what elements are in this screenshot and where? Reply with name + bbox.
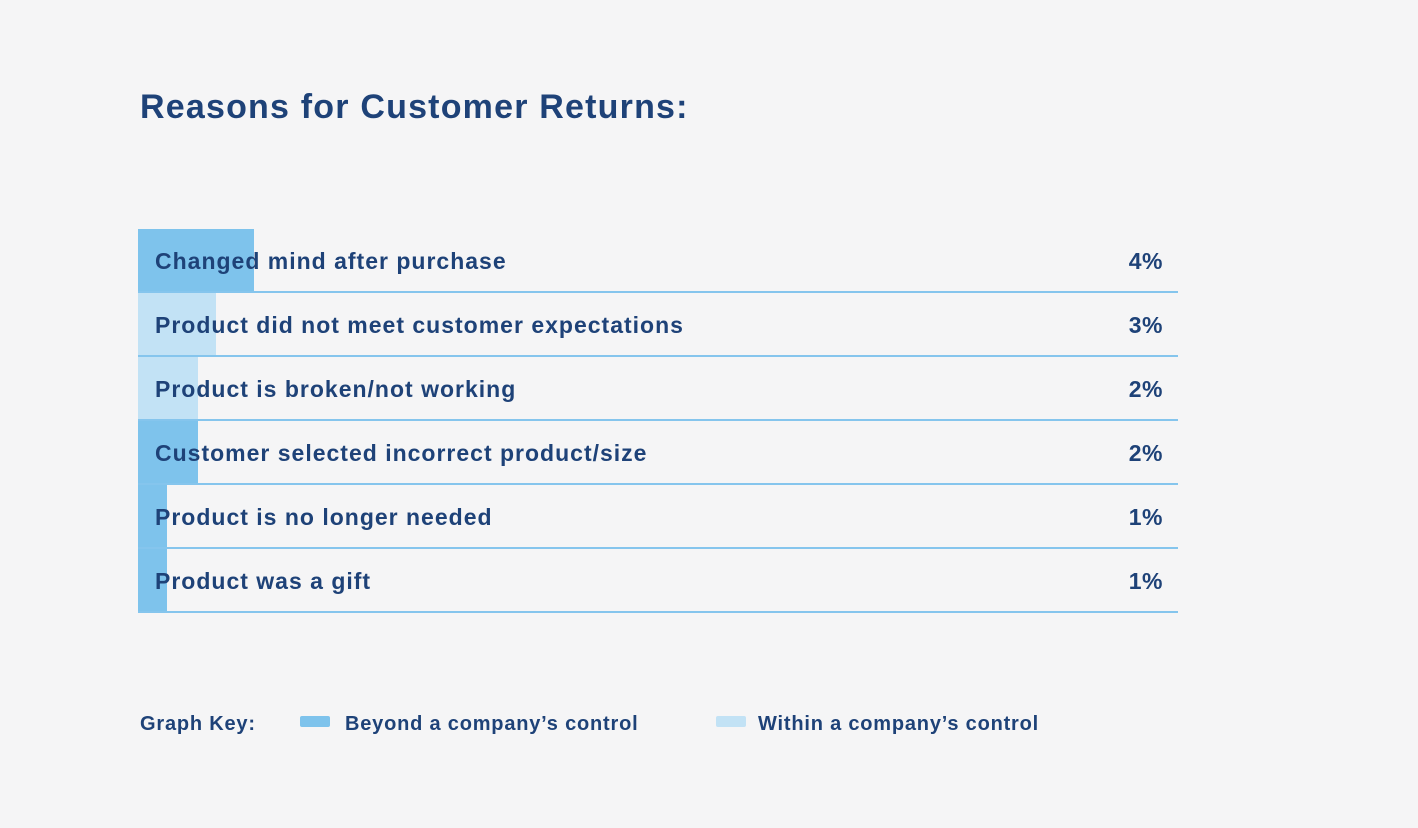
chart-row: Product is broken/not working 2% xyxy=(138,357,1178,421)
chart-row: Customer selected incorrect product/size… xyxy=(138,421,1178,485)
row-label: Customer selected incorrect product/size xyxy=(155,439,648,466)
row-value: 1% xyxy=(1128,567,1163,594)
row-label: Product is no longer needed xyxy=(155,503,493,530)
legend-label-beyond: Beyond a company’s control xyxy=(345,713,639,735)
row-label: Product was a gift xyxy=(155,567,372,594)
chart-row: Product was a gift 1% xyxy=(138,549,1178,613)
chart-row: Changed mind after purchase 4% xyxy=(138,229,1178,293)
chart-title: Reasons for Customer Returns: xyxy=(140,88,689,126)
legend-swatch-beyond-icon xyxy=(300,716,330,727)
row-value: 3% xyxy=(1128,311,1163,338)
bar xyxy=(138,293,216,357)
row-value: 4% xyxy=(1128,247,1163,274)
row-label: Product did not meet customer expectatio… xyxy=(155,311,684,338)
chart-rows: Changed mind after purchase 4% Product did… xyxy=(138,229,1178,613)
chart-row: Product did not meet customer expectatio… xyxy=(138,293,1178,357)
row-value: 2% xyxy=(1128,375,1163,402)
legend-swatch-within-icon xyxy=(716,716,746,727)
bar xyxy=(138,229,254,293)
bar xyxy=(138,421,198,485)
row-value: 1% xyxy=(1128,503,1163,530)
row-label: Product is broken/not working xyxy=(155,375,517,402)
chart-row: Product is no longer needed 1% xyxy=(138,485,1178,549)
row-value: 2% xyxy=(1128,439,1163,466)
bar xyxy=(138,485,167,549)
row-label: Changed mind after purchase xyxy=(155,247,507,274)
bar xyxy=(138,357,198,421)
bar xyxy=(138,549,167,613)
legend-label-within: Within a company’s control xyxy=(758,713,1040,735)
graph-key-label: Graph Key: xyxy=(140,713,256,735)
